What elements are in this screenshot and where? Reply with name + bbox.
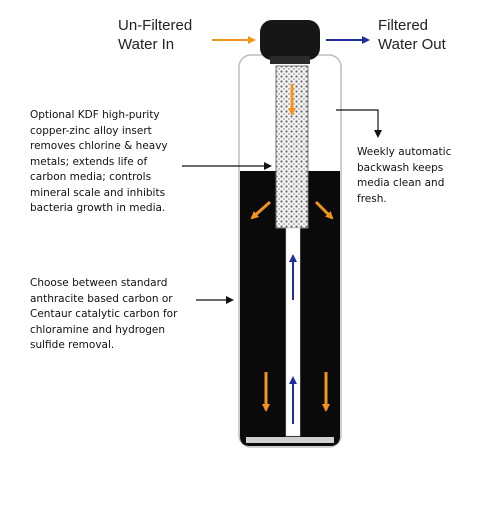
- kdf-callout: Optional KDF high-purity copper-zinc all…: [30, 109, 168, 214]
- inlet-label: Un-Filtered Water In: [118, 17, 193, 53]
- outlet-label: Filtered Water Out: [378, 17, 446, 53]
- backwash-pointer: [336, 109, 382, 138]
- flow-arrow-left-diagonal: [250, 200, 271, 220]
- flow-arrow-right-diagonal: [314, 200, 334, 220]
- backwash-callout: Weekly automatic backwash keeps media cl…: [357, 146, 452, 205]
- media-callout: Choose between standard anthracite based…: [30, 277, 178, 351]
- control-valve-head: [260, 20, 320, 60]
- riser-tube: [285, 227, 301, 437]
- valve-collar: [270, 56, 310, 64]
- tank-base: [246, 437, 334, 443]
